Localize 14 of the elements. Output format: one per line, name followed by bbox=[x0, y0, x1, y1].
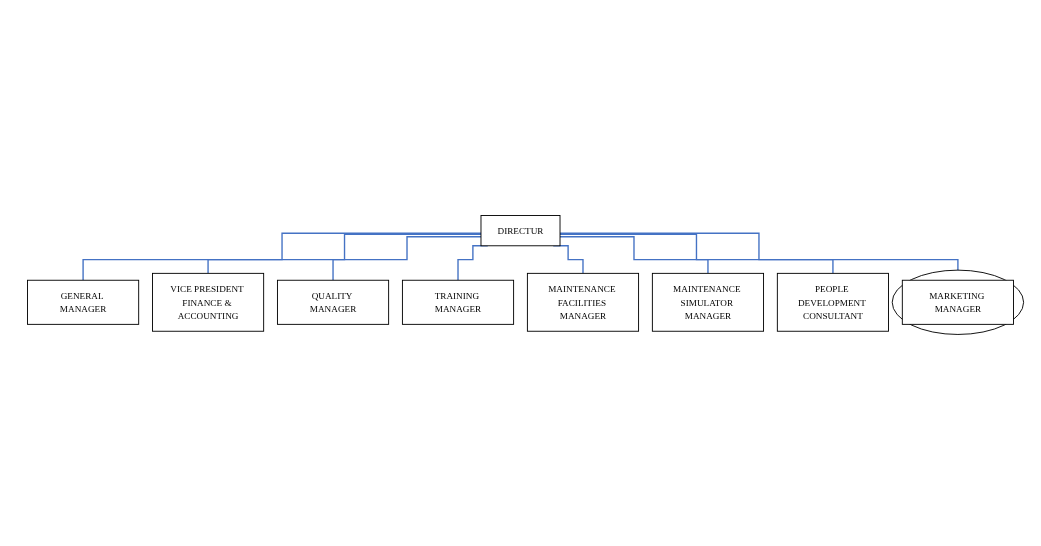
node-box: TRAINING MANAGER bbox=[401, 279, 515, 325]
connector bbox=[559, 233, 834, 274]
connector bbox=[207, 233, 482, 274]
node-box: PEOPLE DEVELOPMENT CONSULTANT bbox=[776, 272, 889, 332]
connector bbox=[82, 232, 482, 281]
node-box: DIRECTUR bbox=[480, 214, 561, 246]
node-box: VICE PRESIDENT FINANCE & ACCOUNTING bbox=[152, 272, 265, 332]
node-box: MAINTENANCE SIMULATOR MANAGER bbox=[651, 272, 764, 332]
node-box: MAINTENANCE FACILITIES MANAGER bbox=[526, 272, 640, 332]
node-box: QUALITY MANAGER bbox=[277, 279, 390, 325]
connector bbox=[332, 235, 482, 281]
node-label: MARKETING MANAGER bbox=[929, 289, 985, 314]
node-box: GENERAL MANAGER bbox=[27, 279, 140, 325]
connector bbox=[559, 235, 709, 274]
